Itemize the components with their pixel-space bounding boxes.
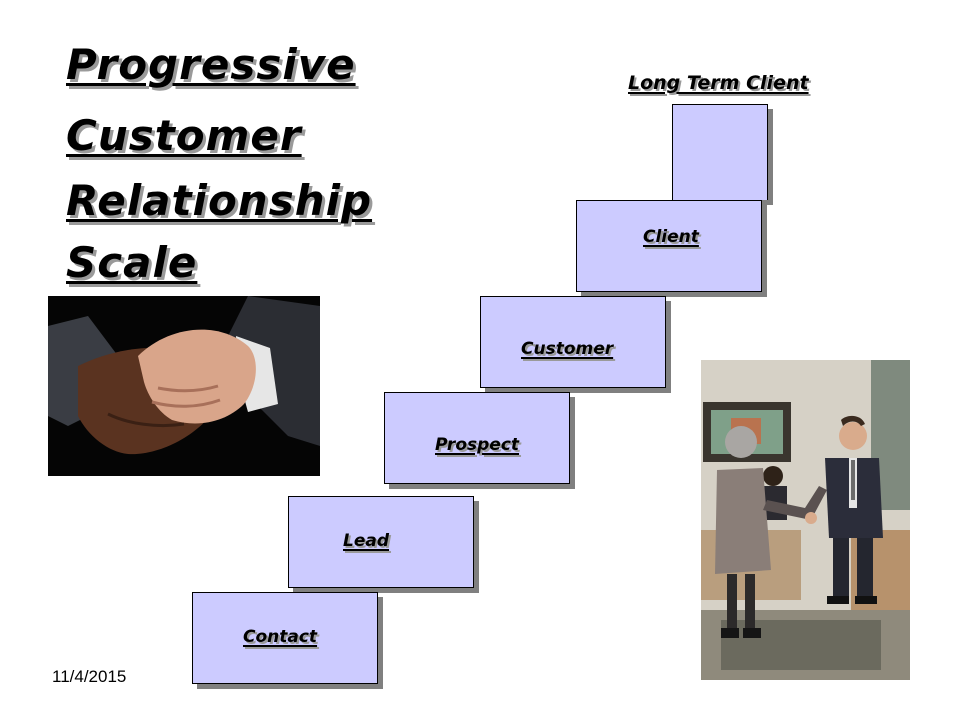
title-line-4: Scale [66,238,198,287]
step-prospect: Prospect [384,392,570,484]
step-lead: Lead [288,496,474,588]
handshake-image [48,296,320,476]
title-line-2: Customer [66,111,302,160]
step-lead-label: Lead [343,531,390,551]
step-client-label: Client [643,227,699,247]
step-contact-label: Contact [243,627,318,647]
long-term-client-riser [672,104,768,200]
step-client: Client [576,200,762,292]
handshake-photo [48,296,320,476]
office-meeting-photo [701,360,910,680]
step-prospect-label: Prospect [435,435,520,455]
long-term-client-label: Long Term Client [628,72,809,94]
step-contact: Contact [192,592,378,684]
title-line-1: Progressive [66,40,356,89]
step-customer: Customer [480,296,666,388]
step-customer-label: Customer [521,339,614,359]
office-meeting-image [701,360,910,680]
slide-date: 11/4/2015 [52,667,127,686]
title-line-3: Relationship [66,176,373,225]
